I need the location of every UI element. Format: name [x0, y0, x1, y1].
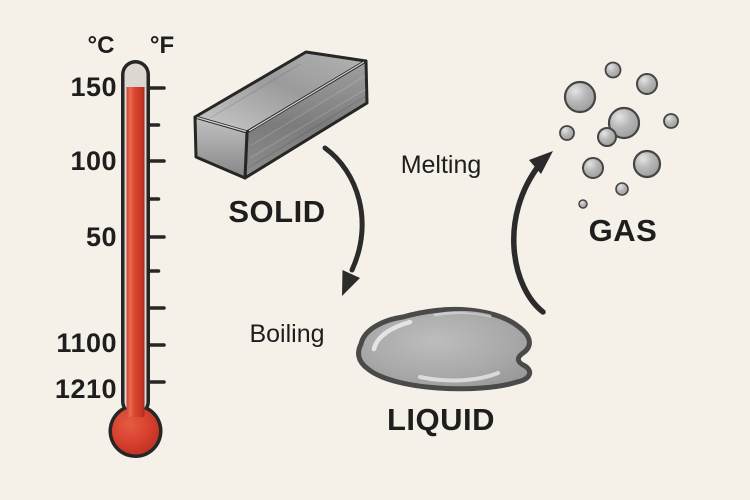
- liquid-puddle-icon: [356, 306, 533, 392]
- gas-state-label: GAS: [588, 213, 658, 248]
- boiling-arrow-icon: [511, 151, 553, 315]
- liquid-state-label: LIQUID: [386, 402, 496, 437]
- scale-label-1100: 1100: [56, 328, 117, 358]
- scale-label-150: 150: [70, 72, 117, 102]
- celsius-unit-label: °C: [87, 32, 115, 59]
- thermometer-icon: [108, 60, 166, 458]
- scale-label-100: 100: [70, 146, 117, 176]
- melting-arrow-icon: [322, 145, 365, 296]
- scale-label-1210: 1210: [54, 374, 117, 404]
- fahrenheit-unit-label: °F: [149, 32, 175, 59]
- solid-state-label: SOLID: [228, 194, 326, 229]
- scale-label-50: 50: [85, 222, 117, 252]
- boiling-transition-label: Boiling: [249, 320, 325, 348]
- gas-bubbles-icon: [559, 61, 679, 209]
- melting-transition-label: Melting: [400, 151, 482, 179]
- solid-bar-icon: [193, 50, 369, 180]
